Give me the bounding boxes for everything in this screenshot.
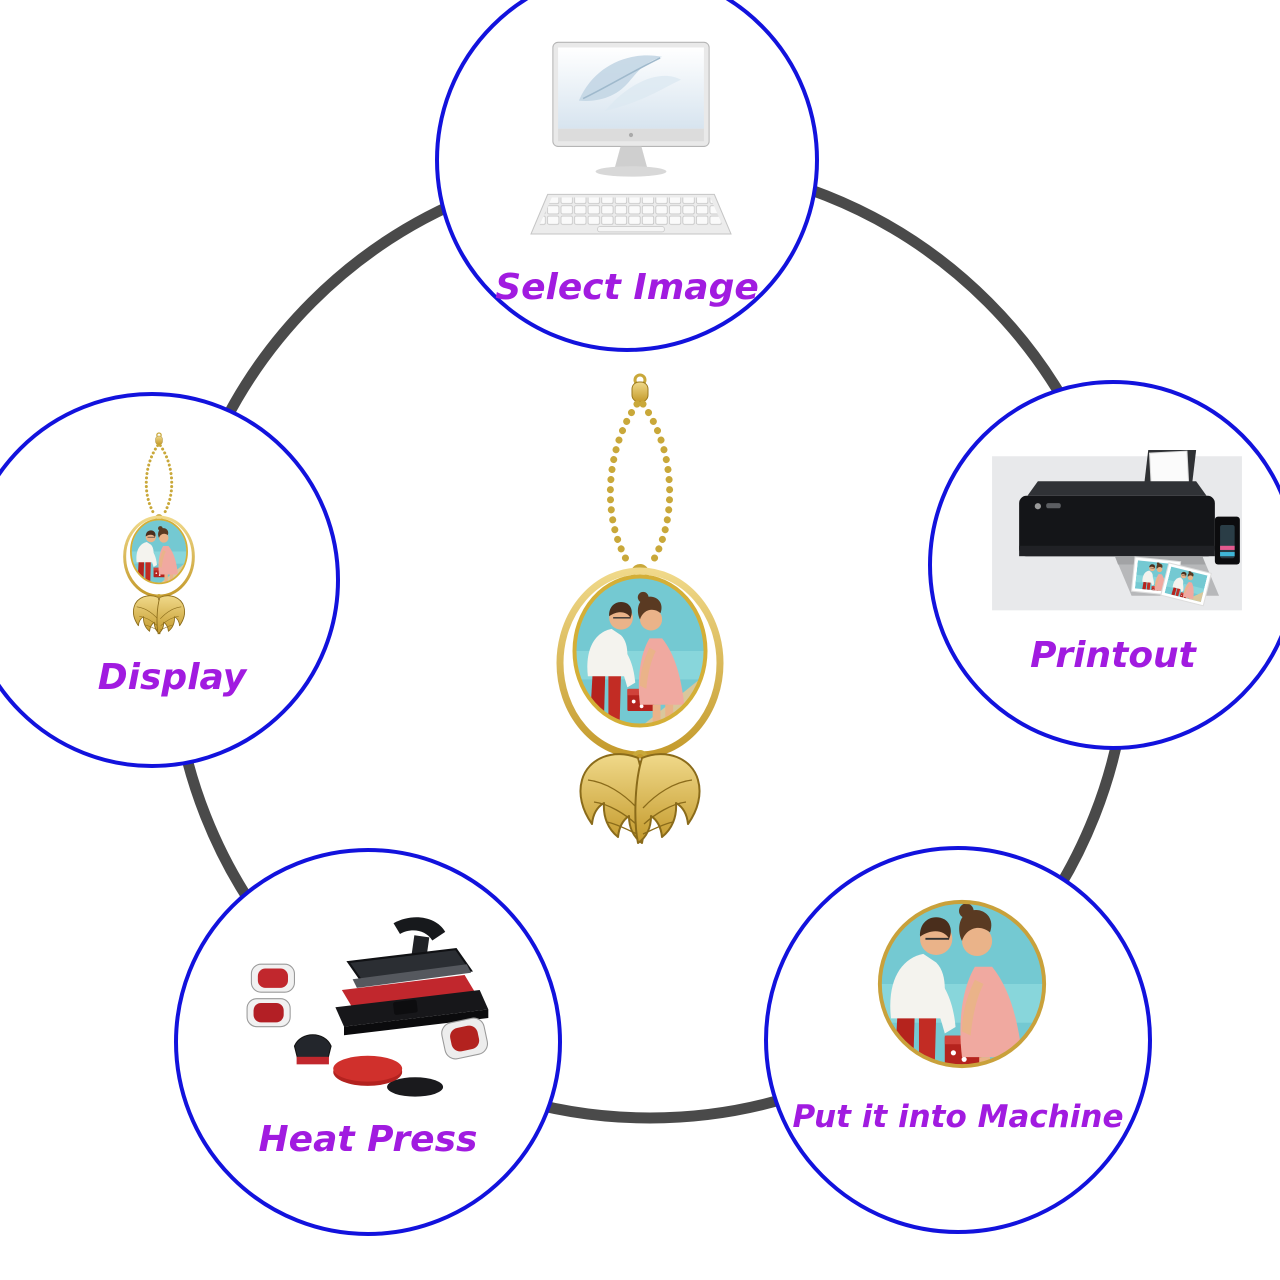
center-pendant-product	[540, 368, 740, 848]
step-circle-heat-press: Heat Press	[174, 848, 562, 1236]
step-label-heat-press: Heat Press	[258, 1119, 478, 1160]
step-label-display: Display	[97, 657, 247, 698]
heat-press-illustration	[246, 917, 489, 1097]
step-circle-display: Display	[0, 392, 340, 768]
step-label-put-into-machine: Put it into Machine	[792, 1099, 1124, 1135]
computer-illustration	[530, 41, 732, 235]
printer-illustration	[992, 450, 1242, 611]
step-circle-select-image: Select Image	[435, 0, 819, 352]
step-label-printout: Printout	[1030, 635, 1196, 676]
step-circle-put-into-machine: Put it into Machine	[764, 846, 1152, 1234]
pendant-illustration	[540, 368, 740, 848]
step-label-select-image: Select Image	[495, 267, 759, 308]
step-circle-printout: Printout	[928, 380, 1280, 750]
mini-pendant-illustration	[116, 430, 202, 636]
photo-disc-illustration	[877, 899, 1047, 1069]
